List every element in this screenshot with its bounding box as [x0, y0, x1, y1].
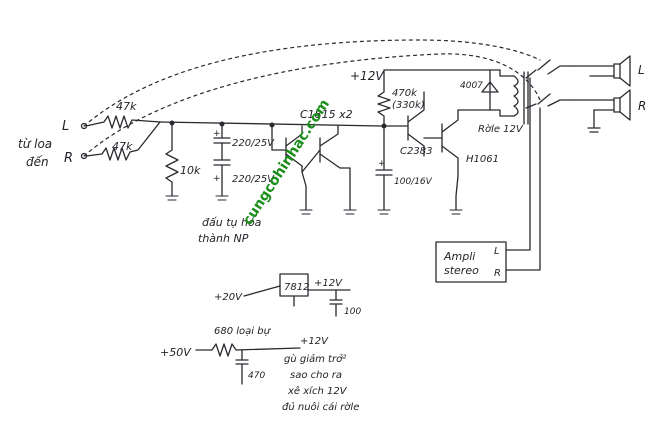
reg-in-label: +20V: [214, 292, 243, 303]
amp-L-label: L: [494, 246, 500, 257]
svg-text:+: +: [378, 159, 386, 169]
resistor-47k-L: [85, 115, 161, 129]
resistor-330k-label: (330k): [392, 100, 425, 111]
transistor-c2383: C2383: [383, 91, 432, 157]
alt-resistor-label: 680 loại bự: [214, 326, 272, 337]
input-R-label: R: [64, 151, 73, 166]
dashed-signal-L: [83, 39, 541, 127]
amp-label-1: Ampli: [443, 250, 475, 263]
relay-contacts: [525, 59, 573, 109]
speaker-R: R: [571, 89, 646, 133]
diode-label: 4007: [460, 81, 483, 91]
amp-label-2: stereo: [444, 264, 479, 277]
resistor-47k-L-label: 47k: [116, 100, 137, 113]
regulator-7812: +20V 7812 +12V 100: [214, 273, 361, 317]
relay-section: 4007 Rờle 12V: [457, 69, 529, 135]
relay-label: Rờle 12V: [478, 123, 524, 135]
alt-in-label: +50V: [160, 346, 192, 359]
capacitor-220-a-label: 220/25V: [232, 138, 275, 149]
capacitor-220-b-label: 220/25V: [232, 174, 275, 185]
transistor-h1061: H1061: [423, 109, 499, 211]
c2383-label: C2383: [400, 146, 432, 157]
resistor-47k-R: [85, 121, 161, 161]
amplifier-box: Ampli stereo L R: [435, 77, 541, 283]
speaker-L-label: L: [638, 63, 645, 77]
capacitor-100uF: + 100/16V: [375, 125, 433, 211]
dashed-signal-R: [83, 53, 541, 157]
amp-R-label: R: [494, 268, 501, 279]
alt-note-4: đủ nuôi cái rờle: [282, 401, 359, 413]
capacitor-note-2: thành NP: [198, 232, 249, 245]
watermark-text: cungcohinhac.com: [240, 97, 333, 229]
alt-note-3: xê xích 12V: [287, 385, 348, 397]
input-side-label-1: từ loa: [18, 137, 52, 151]
svg-text:+: +: [213, 174, 221, 184]
capacitor-100-label: 100/16V: [394, 177, 433, 187]
input-L-label: L: [62, 119, 69, 134]
alt-note-2: sao cho ra: [290, 370, 342, 381]
resistor-10k-label: 10k: [180, 164, 201, 177]
c1815-label: C1815 x2: [300, 108, 353, 121]
reg-out-label: +12V: [314, 278, 343, 289]
resistor-47k-R-label: 47k: [112, 140, 133, 153]
supply-label: +12V: [350, 69, 384, 83]
reg-cap-label: 100: [344, 307, 361, 317]
h1061-label: H1061: [466, 154, 499, 165]
reg-chip-label: 7812: [284, 282, 309, 293]
ground-symbols: [165, 195, 463, 215]
capacitor-np-stack: + + 220/25V 220/25V đấu tụ hóa thành NP: [198, 123, 275, 245]
supply-section: +12V 470k (330k): [350, 69, 501, 129]
alt-note-1: gù giảm trở²: [284, 353, 346, 365]
alt-supply: +50V 680 loại bự +12V 470 gù giảm trở² s…: [160, 326, 359, 413]
input-section: từ loa đến L R 47k 47k: [18, 100, 161, 169]
svg-text:+: +: [213, 129, 221, 139]
transistor-pair-c1815: C1815 x2: [271, 108, 353, 211]
resistor-10k: 10k: [165, 122, 201, 197]
capacitor-note-1: đấu tụ hóa: [202, 216, 262, 229]
input-side-label-2: đến: [26, 155, 49, 169]
speaker-L: L: [571, 55, 645, 87]
alt-out-label: +12V: [300, 336, 329, 347]
alt-cap-label: 470: [248, 371, 265, 381]
speaker-R-label: R: [638, 99, 646, 113]
resistor-470k-label: 470k: [392, 88, 418, 99]
